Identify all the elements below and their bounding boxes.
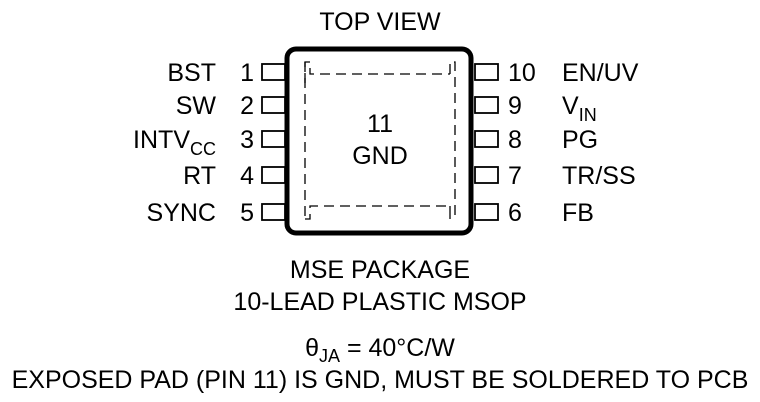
pin-9-number: 9 xyxy=(508,92,522,120)
pin-4-lead xyxy=(261,166,286,184)
pin-1-number: 1 xyxy=(240,59,254,87)
pad-number: 11 xyxy=(367,110,393,138)
pin-8-number: 8 xyxy=(508,126,522,154)
exposed-pad-outline xyxy=(304,61,456,220)
pin-3-name: INTVCC xyxy=(133,126,216,159)
pin-10-lead xyxy=(474,63,499,81)
pin-3-lead xyxy=(261,130,286,148)
pin-9-name: VIN xyxy=(562,92,597,125)
pin-1-name: BST xyxy=(167,59,216,87)
pad-name: GND xyxy=(352,142,408,170)
pin-5-lead xyxy=(261,203,286,221)
pin-10-name: EN/UV xyxy=(562,59,639,87)
pin-7-lead xyxy=(474,166,499,184)
pin-7-number: 7 xyxy=(508,162,522,190)
diagram-title: TOP VIEW xyxy=(319,8,441,36)
package-name: MSE PACKAGE xyxy=(290,256,470,284)
pin-6-lead xyxy=(474,203,499,221)
pin-9-lead xyxy=(474,96,499,114)
pin-5-number: 5 xyxy=(240,199,254,227)
pin-2-name: SW xyxy=(176,92,217,120)
pin-1-lead xyxy=(261,63,286,81)
pin-6-name: FB xyxy=(562,199,594,227)
pin-8-lead xyxy=(474,130,499,148)
package-description: 10-LEAD PLASTIC MSOP xyxy=(233,288,526,316)
pin-6-number: 6 xyxy=(508,199,522,227)
pin-4-name: RT xyxy=(183,162,216,190)
thermal-resistance: θJA = 40°C/W xyxy=(305,334,455,366)
pin-7-name: TR/SS xyxy=(562,162,636,190)
pin-2-lead xyxy=(261,96,286,114)
left-pins: 1 2 3 4 5 BST SW INTVCC RT SYNC xyxy=(133,59,286,227)
pin-3-number: 3 xyxy=(240,126,254,154)
exposed-pad-note: EXPOSED PAD (PIN 11) IS GND, MUST BE SOL… xyxy=(12,366,749,394)
right-pins: 10 9 8 7 6 EN/UV VIN PG TR/SS FB xyxy=(474,59,639,227)
pin-8-name: PG xyxy=(562,126,598,154)
pin-10-number: 10 xyxy=(508,59,536,87)
package-body xyxy=(284,46,474,236)
pin-5-name: SYNC xyxy=(147,199,216,227)
pin-2-number: 2 xyxy=(240,92,254,120)
pin-4-number: 4 xyxy=(240,162,254,190)
